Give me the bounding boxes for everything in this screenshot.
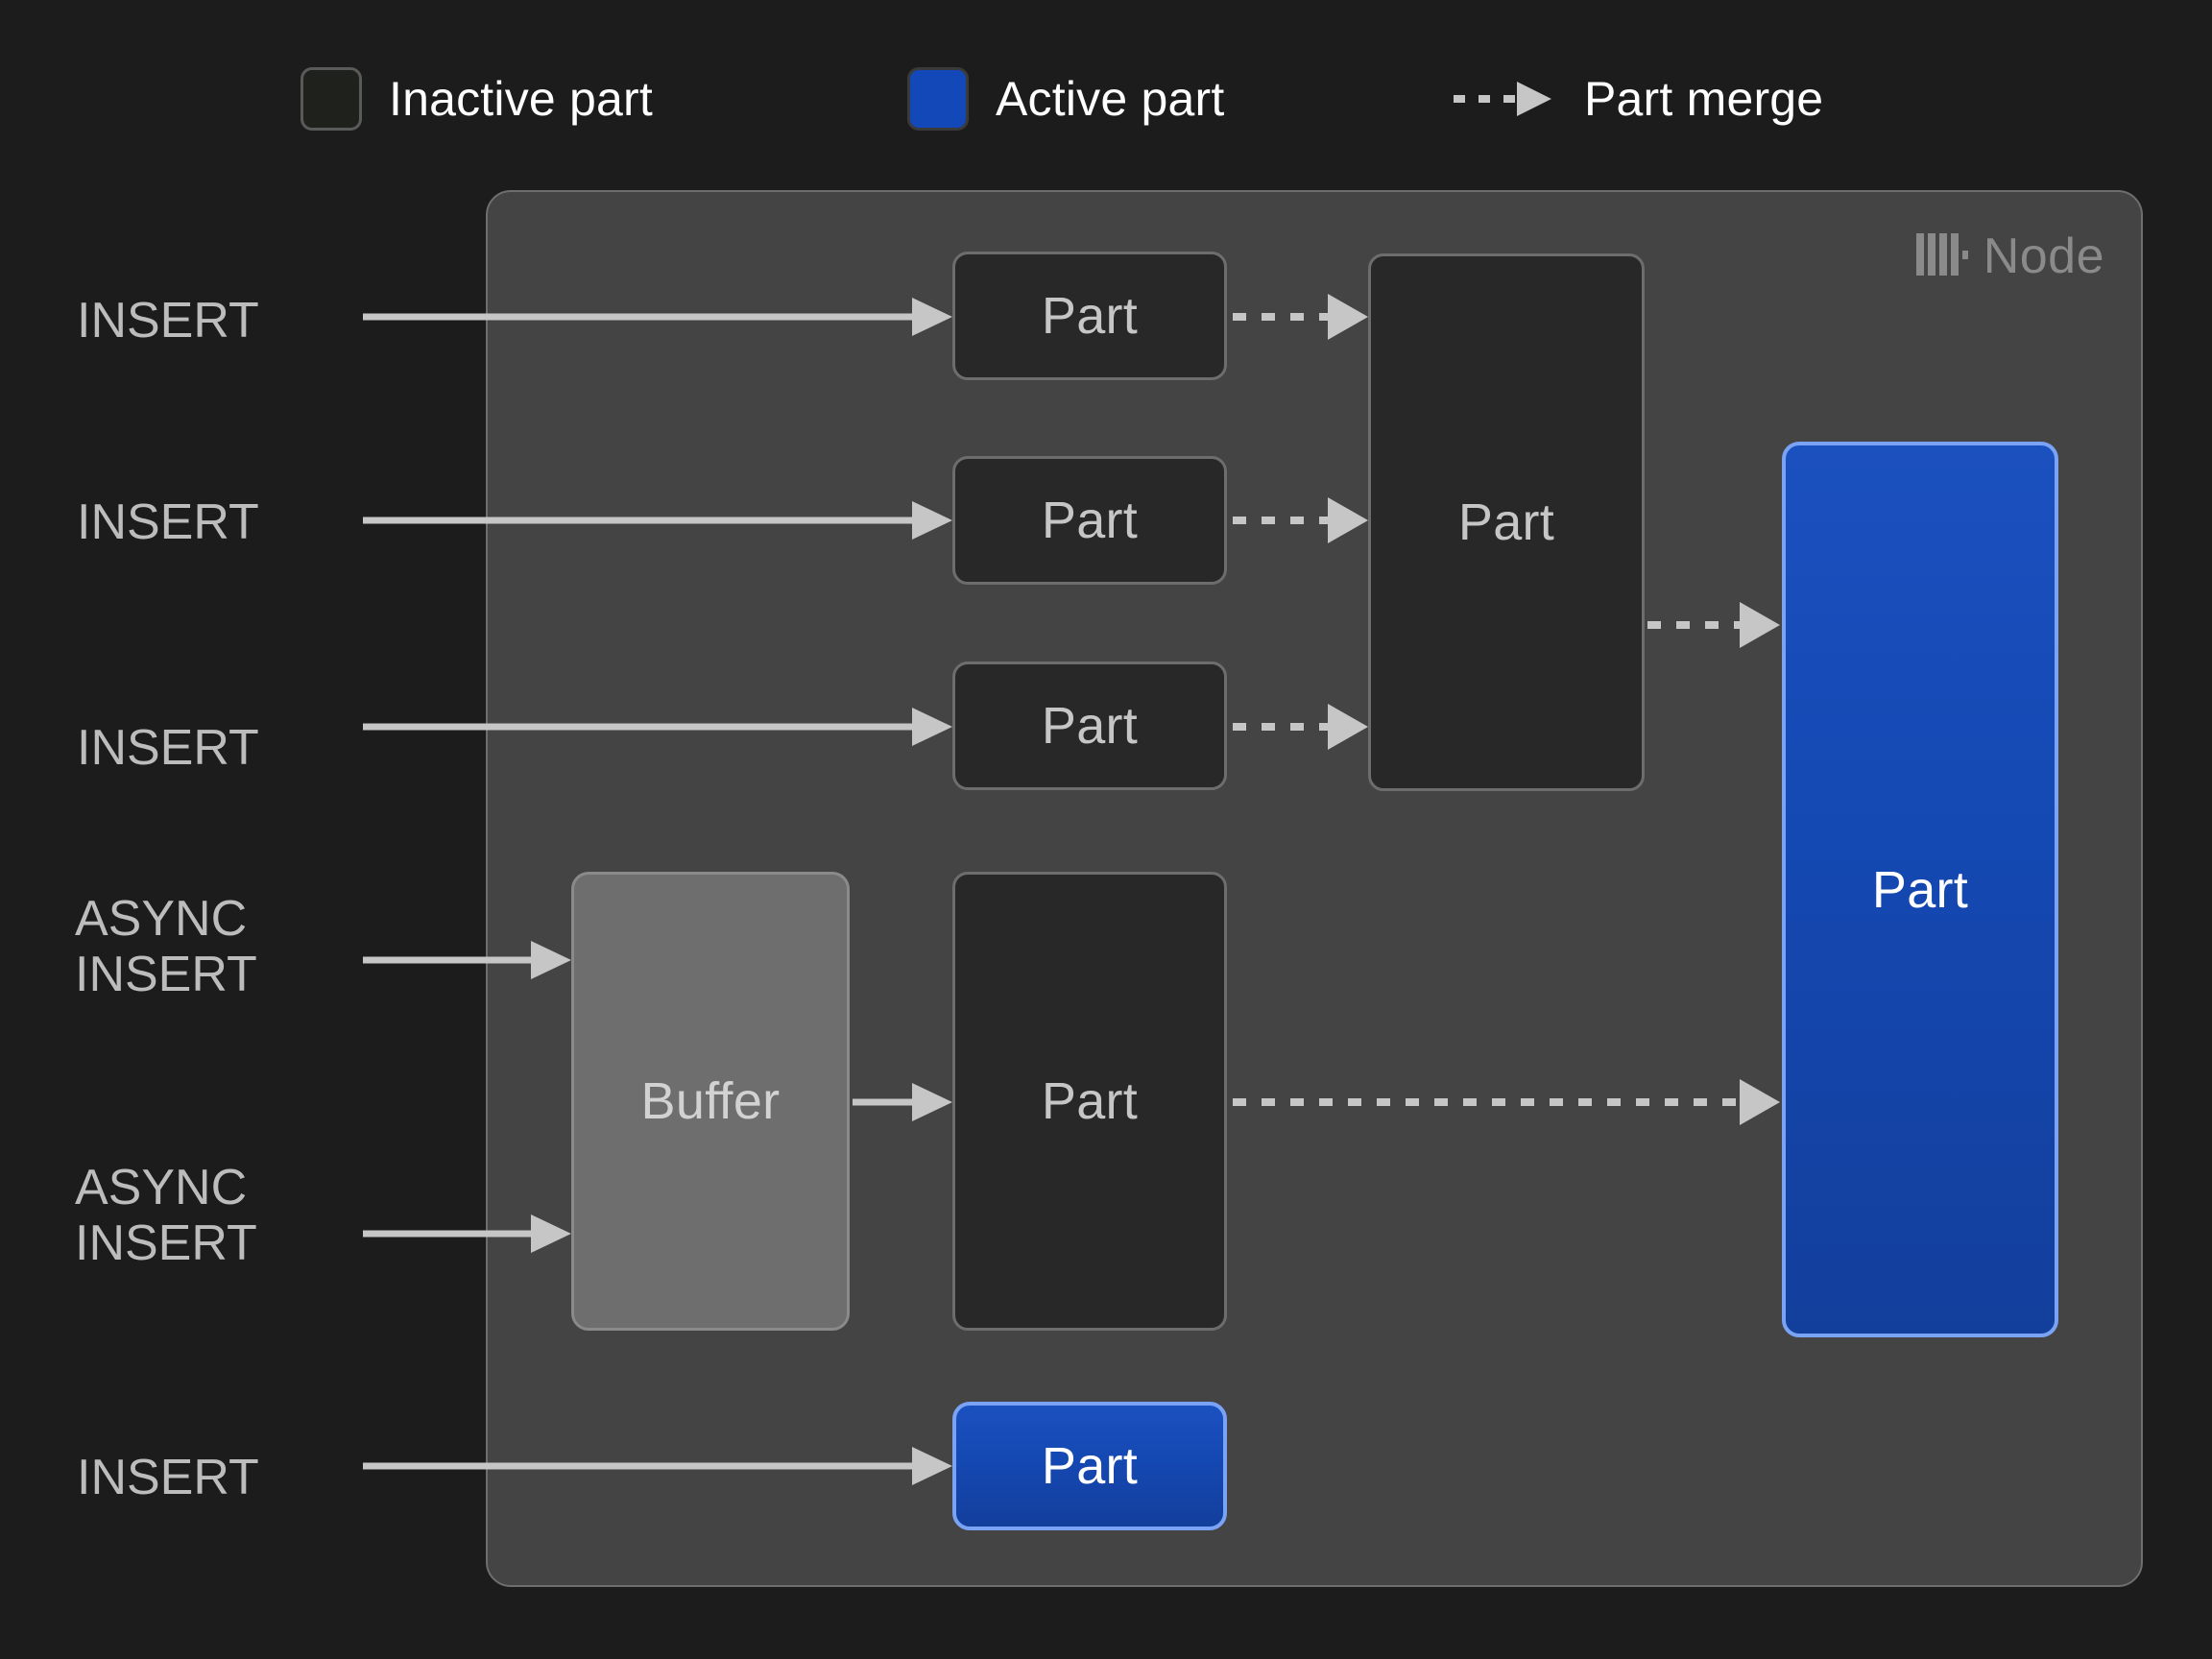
part-box-active-large[interactable]: Part (1782, 442, 2058, 1337)
part-box-active-large-label: Part (1871, 860, 1969, 919)
dashed-arrow-icon (1452, 80, 1557, 118)
source-label-async-insert-1: ASYNC INSERT (75, 891, 257, 1003)
part-box-merged[interactable]: Part (1368, 253, 1645, 791)
legend: Inactive part Active part Part merge (0, 46, 2212, 152)
part-box-merged-label: Part (1457, 493, 1555, 551)
part-box-async-label: Part (1041, 1072, 1139, 1130)
active-part-swatch (907, 67, 969, 131)
buffer-box-label: Buffer (640, 1072, 781, 1130)
node-badge: Node (1914, 223, 2104, 290)
legend-item-active-part: Active part (907, 46, 1224, 152)
part-box-3-label: Part (1041, 697, 1139, 755)
part-box-3[interactable]: Part (952, 661, 1227, 790)
part-box-2-label: Part (1041, 492, 1139, 549)
inactive-part-swatch (301, 67, 362, 131)
part-box-1-label: Part (1041, 287, 1139, 345)
legend-item-part-merge: Part merge (1452, 46, 1823, 152)
legend-label-inactive-part: Inactive part (389, 72, 653, 126)
clickhouse-logo-icon (1914, 228, 1968, 286)
part-box-2[interactable]: Part (952, 456, 1227, 585)
legend-label-part-merge: Part merge (1584, 72, 1824, 126)
part-box-active-small[interactable]: Part (952, 1402, 1227, 1530)
source-label-insert-1: INSERT (77, 293, 259, 349)
legend-label-active-part: Active part (996, 72, 1225, 126)
part-box-active-small-label: Part (1041, 1437, 1139, 1495)
part-box-1[interactable]: Part (952, 252, 1227, 380)
buffer-box[interactable]: Buffer (571, 872, 850, 1331)
source-label-insert-3: INSERT (77, 720, 259, 776)
source-label-insert-2: INSERT (77, 494, 259, 550)
legend-item-inactive-part: Inactive part (301, 46, 653, 152)
node-label: Node (1983, 228, 2104, 284)
part-box-async[interactable]: Part (952, 872, 1227, 1331)
source-label-async-insert-2: ASYNC INSERT (75, 1160, 257, 1272)
source-label-insert-4: INSERT (77, 1450, 259, 1505)
